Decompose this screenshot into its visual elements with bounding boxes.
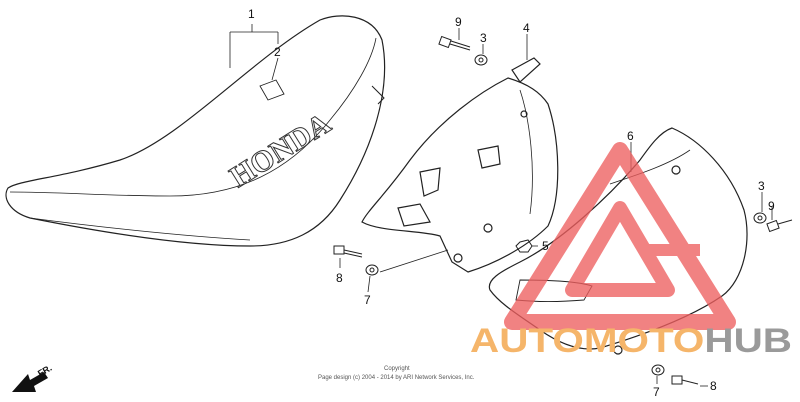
callout-8-bottom: 8 — [710, 379, 717, 393]
washer-7-bottom — [651, 364, 665, 376]
copyright-line-2: Page design (c) 2004 - 2014 by ARI Netwo… — [318, 375, 475, 381]
callout-7-left: 7 — [364, 293, 371, 307]
watermark-text-automoto: AUTOMOTO — [470, 322, 704, 360]
left-side-cover-part — [361, 57, 559, 273]
callout-8-left: 8 — [336, 271, 343, 285]
callout-1: 1 — [248, 7, 255, 21]
front-arrow-icon — [12, 372, 48, 392]
bolt-8-bottom — [671, 375, 699, 385]
callout-2: 2 — [274, 45, 281, 59]
washer-3-right — [753, 212, 767, 224]
callout-6: 6 — [627, 129, 634, 143]
bolt-9-right — [766, 219, 793, 233]
copyright-line-1: Copyright — [384, 366, 410, 372]
nut-5 — [515, 239, 533, 253]
bolt-8-left — [333, 245, 363, 258]
right-side-cover-part — [488, 127, 748, 355]
callout-3-top: 3 — [480, 31, 487, 45]
callout-4: 4 — [523, 21, 530, 35]
washer-7-left — [365, 264, 379, 276]
callout-5: 5 — [542, 239, 549, 253]
bolt-9-top — [438, 35, 471, 51]
washer-3-top — [474, 54, 488, 66]
seat-part — [5, 15, 386, 247]
seat-brand-text: HONDA — [224, 107, 336, 194]
callout-9-top: 9 — [455, 15, 462, 29]
watermark-logo — [504, 142, 736, 330]
callout-7-bottom: 7 — [653, 385, 660, 399]
callout-3-right: 3 — [758, 179, 765, 193]
callout-9-right: 9 — [768, 199, 775, 213]
watermark-text-hub: HUB — [704, 322, 792, 360]
